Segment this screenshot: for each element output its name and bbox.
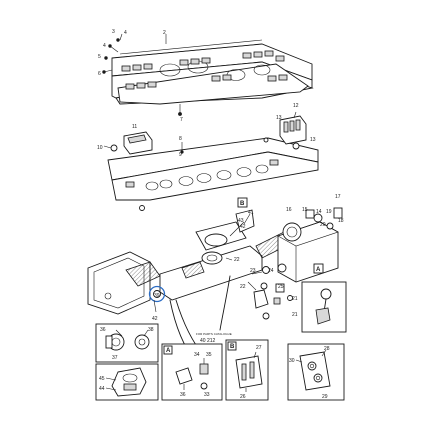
callout-20: 20 (320, 222, 326, 228)
section-b-marker (237, 197, 248, 208)
callout-12: 12 (293, 103, 299, 109)
inset-box-31-32 (301, 281, 347, 333)
callout-4: 4 (103, 43, 106, 49)
callout-18: 18 (338, 218, 344, 224)
callout-44: 44 (99, 386, 105, 392)
callout-28-b: 28 (324, 346, 330, 352)
callout-42-top: 42 (240, 224, 246, 230)
section-a-label: A (316, 267, 321, 273)
callout-13-b: 13 (310, 137, 316, 143)
inset-a-label: A (166, 348, 171, 354)
callout-27: 27 (256, 345, 262, 351)
callout-3: 3 (112, 29, 115, 35)
callout-25: 25 (278, 284, 284, 290)
highlighted-part-39 (148, 285, 166, 303)
callout-30: 30 (289, 358, 295, 364)
callout-22: 22 (234, 257, 240, 263)
callout-36-a: 36 (180, 392, 186, 398)
callout-13: 13 (276, 115, 282, 121)
callout-23: 23 (250, 268, 256, 274)
callout-21-b: 21 (292, 312, 298, 318)
callout-36: 36 (100, 327, 106, 333)
callout-6: 6 (98, 71, 101, 77)
callout-24: 24 (268, 268, 274, 274)
callout-42: 42 (152, 316, 158, 322)
callout-11: 11 (132, 124, 137, 130)
inset-box-28-30 (287, 343, 345, 401)
callout-15: 15 (302, 207, 308, 213)
callout-33: 33 (204, 392, 210, 398)
inset-b-label: B (230, 344, 235, 350)
section-a-marker (313, 263, 324, 274)
instrument-panel-top (102, 33, 314, 116)
callout-2: 2 (163, 30, 166, 36)
callout-8: 8 (179, 136, 182, 142)
callout-26: 26 (240, 394, 246, 400)
callout-39: 39 (154, 293, 160, 299)
instrument-panel-middle (103, 111, 319, 211)
callout-22-b: 22 (240, 284, 246, 290)
section-b-label: B (240, 201, 245, 207)
callout-43: 43 (238, 218, 244, 224)
callout-9: 9 (179, 152, 182, 158)
callout-41: 41 (248, 210, 254, 216)
callout-17: 17 (335, 194, 341, 200)
inset-box-b (225, 339, 269, 401)
callout-16: 16 (286, 207, 292, 213)
callout-34: 34 (194, 352, 200, 358)
callout-29: 29 (322, 394, 328, 400)
ref-number: 40 212 (200, 338, 216, 344)
callout-21: 21 (292, 296, 298, 302)
inset-box-36-38 (95, 323, 159, 363)
callout-35: 35 (206, 352, 212, 358)
callout-45: 45 (99, 376, 105, 382)
callout-19: 19 (326, 209, 332, 215)
callout-7: 7 (180, 117, 183, 123)
callout-37: 37 (112, 355, 118, 361)
callout-4-top: 4 (124, 30, 127, 36)
callout-10: 10 (97, 145, 103, 151)
callout-5: 5 (98, 54, 101, 60)
inset-box-a (161, 343, 223, 401)
ref-note: FOR PARTS CATALOGUE (196, 332, 232, 336)
callout-14: 14 (316, 209, 322, 215)
inset-box-44-45 (95, 363, 159, 401)
callout-38: 38 (148, 327, 154, 333)
